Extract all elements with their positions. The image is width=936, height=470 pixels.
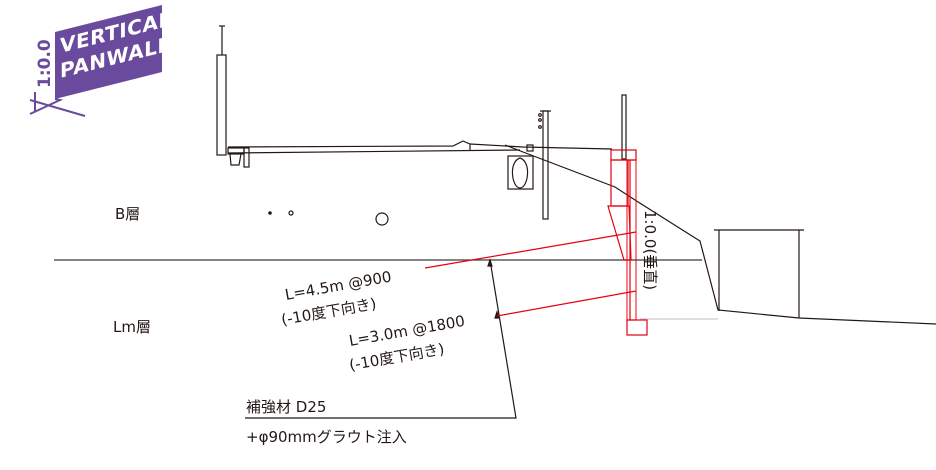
logo-ratio: 1:0.0 (35, 39, 55, 88)
panwall-structure (424, 149, 648, 336)
vertical-panwall-logo: VERTICAL PANWALL 1:0.0 (29, 5, 172, 117)
layer-b-label: B層 (115, 205, 140, 223)
anchor2-length: L=3.0m @1800 (348, 312, 467, 350)
reinforcement-label: 補強材 D25 (246, 398, 326, 416)
wall-slope-label: 1:0.0(垂直) (641, 210, 659, 290)
grout-label: +φ90mmグラウト注入 (246, 428, 407, 446)
logo-badge (55, 5, 162, 99)
logo-slope-icon (29, 92, 86, 117)
layer-lm-label: Lm層 (113, 318, 151, 336)
anchor-lower (496, 290, 637, 317)
terrain-lines (54, 25, 936, 419)
anchor1-length: L=4.5m @900 (284, 267, 393, 303)
anchor-upper (424, 231, 637, 269)
